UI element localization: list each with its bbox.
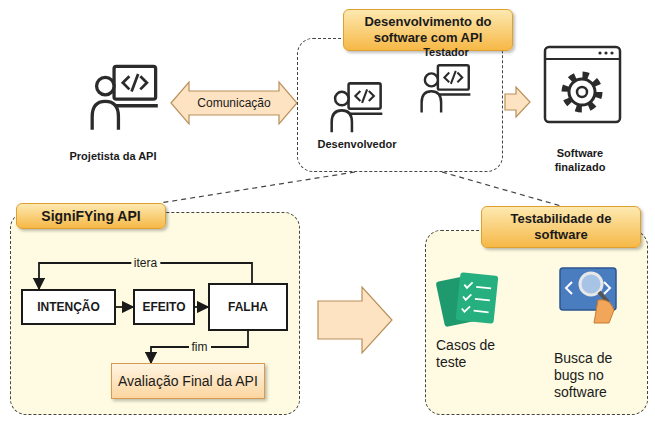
box-label: FALHA [228,300,268,314]
designer-icon [92,66,158,129]
developer-icon [332,83,383,132]
block-arrow [171,82,297,124]
tester-icon [422,65,471,112]
actor-node: Desenvolvedor [301,79,413,151]
edge-label: fim [189,340,211,354]
block-arrow [505,87,530,117]
region-heading: Testabilidade de software [481,206,641,248]
region-heading: Desenvolvimento do software com API [343,9,513,51]
node-caption: Projetista da API [55,149,171,163]
bug-search-icon [560,268,616,323]
process-box: EFEITO [133,289,195,325]
block-arrow [318,287,392,353]
region-fill [425,230,648,415]
actor-node: Software finalizado [530,44,630,174]
region-fill [10,212,300,415]
actor-node: Testador [406,45,486,120]
box-label: EFEITO [142,300,185,314]
node-caption: Busca de bugs no software [554,350,639,401]
region-heading: SigniFYing API [16,203,166,229]
output-node: Busca de bugs no software [554,261,644,401]
node-caption: Software finalizado [530,146,630,174]
flow-arrow [116,306,133,308]
group-region: Desenvolvimento do software com APIDesen… [297,38,503,172]
flow-arrow [195,306,208,308]
group-region: SigniFYing APIINTENÇÃOEFEITOFALHAAvaliaç… [10,212,300,415]
node-caption: Casos de teste [436,337,514,371]
process-box: INTENÇÃO [21,289,116,325]
test-cards-icon [436,272,499,327]
edge-label: itera [131,256,160,270]
node-caption: Testador [406,45,486,59]
group-region: Testabilidade de softwareCasos de testeB… [425,230,648,415]
software-icon [545,47,620,122]
process-box: FALHA [208,283,288,331]
box-label: Avaliação Final da API [118,373,258,389]
result-box: Avaliação Final da API [111,363,265,399]
box-label: INTENÇÃO [37,300,100,314]
node-caption: Desenvolvedor [301,137,413,151]
dashed-link [442,172,561,206]
flow-arrow [151,331,248,363]
dashed-link [160,172,355,203]
edge-label: Comunicação [194,96,273,110]
actor-node: Projetista da API [55,58,171,163]
output-node: Casos de teste [436,271,518,371]
